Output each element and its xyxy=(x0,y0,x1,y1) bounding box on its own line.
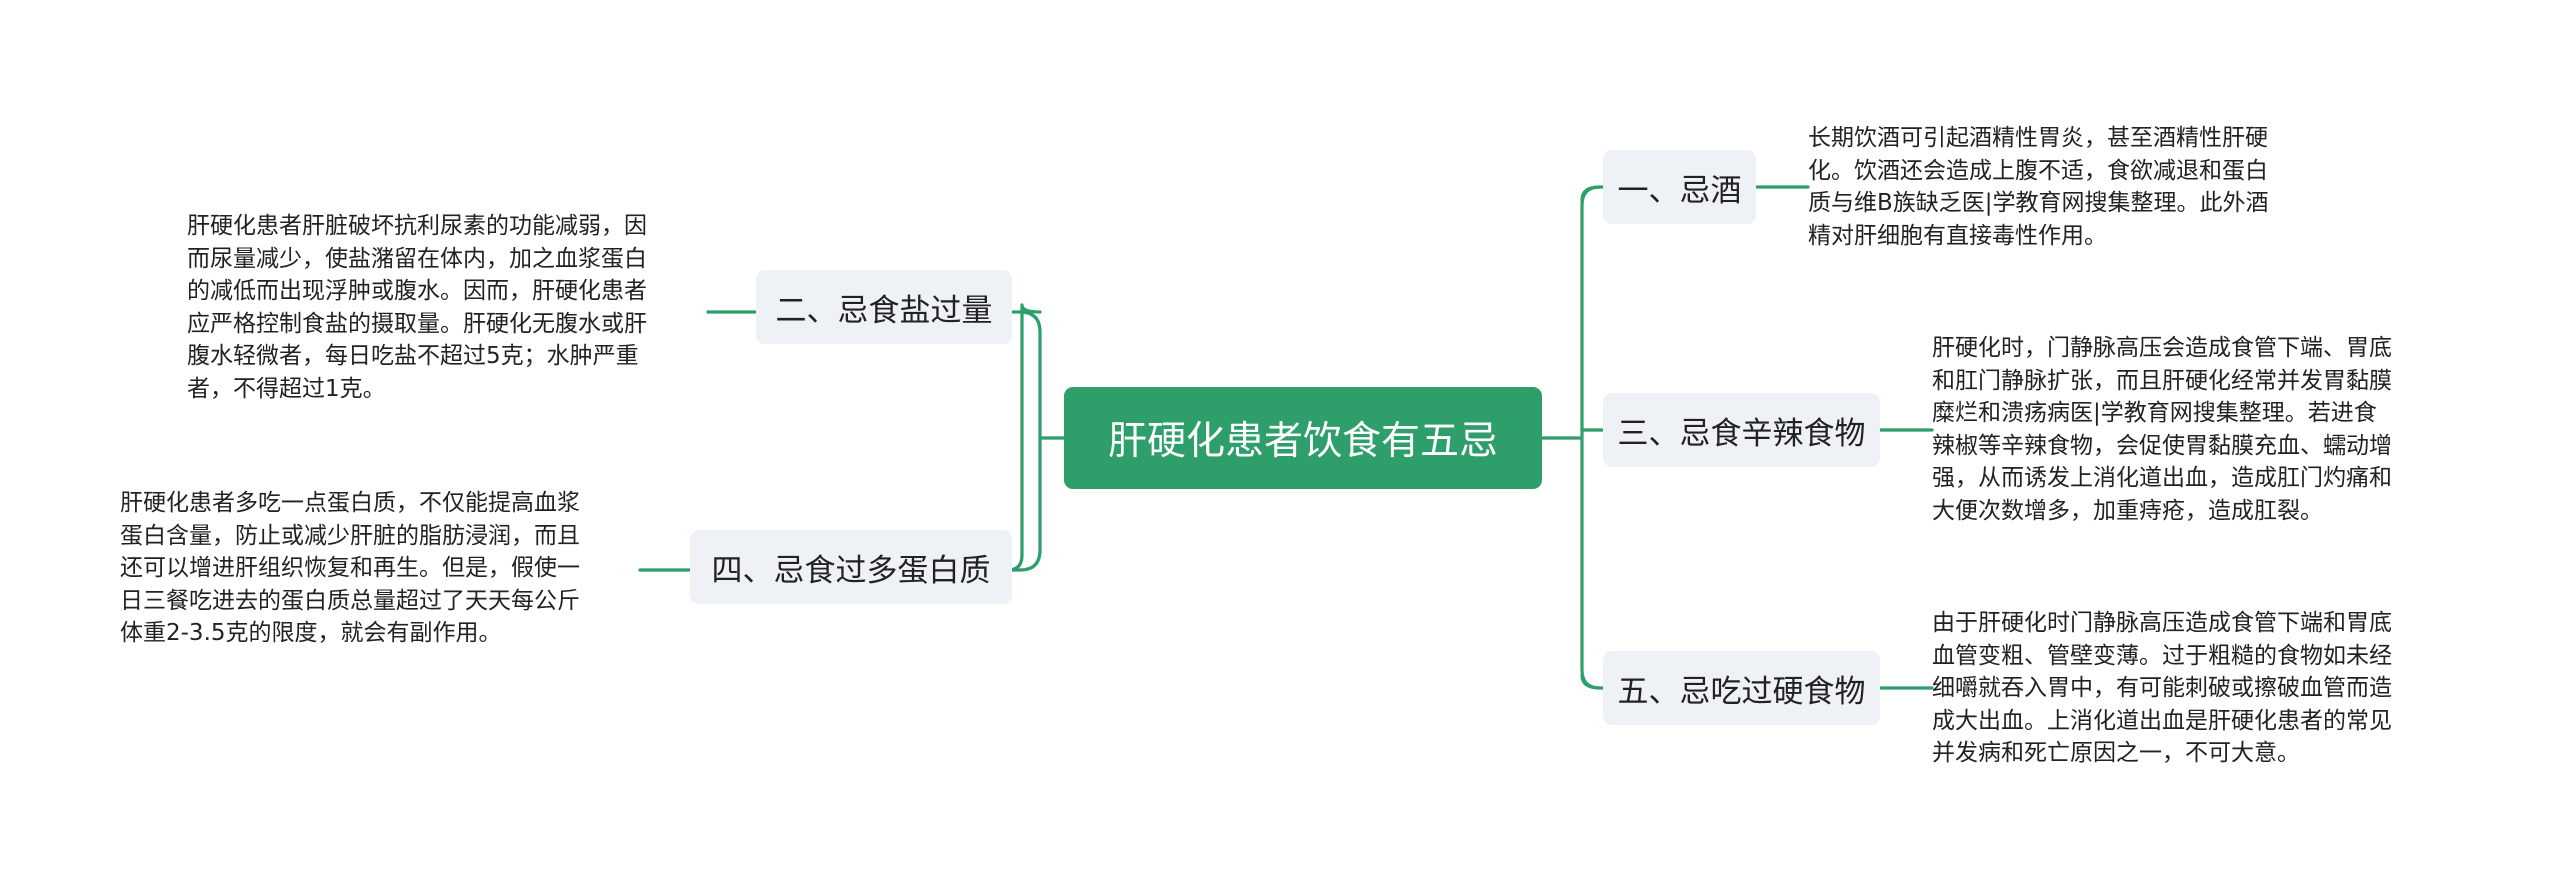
note-line: 日三餐吃进去的蛋白质总量超过了天天每公斤 xyxy=(120,587,580,614)
note-line: 血管变粗、管壁变薄。过于粗糙的食物如未经 xyxy=(1932,642,2392,669)
note-line: 糜烂和溃疡病医|学教育网搜集整理。若进食 xyxy=(1932,400,2377,426)
note-line: 应严格控制食盐的摄取量。肝硬化无腹水或肝 xyxy=(187,310,647,337)
connector-left-spine xyxy=(1006,303,1042,572)
note-line: 精对肝细胞有直接毒性作用。 xyxy=(1808,222,2107,249)
note-line: 细嚼就吞入胃中，有可能刺破或擦破血管而造 xyxy=(1932,675,2392,701)
note-line: 肝硬化患者肝脏破坏抗利尿素的功能减弱，因 xyxy=(187,213,647,239)
note-line: 体重2-3.5克的限度，就会有副作用。 xyxy=(120,620,502,646)
note-line: 蛋白含量，防止或减少肝脏的脂肪浸润，而且 xyxy=(120,522,580,549)
note-line: 肝硬化患者多吃一点蛋白质，不仅能提高血浆 xyxy=(120,490,580,516)
root-topic-label: 肝硬化患者饮食有五忌 xyxy=(1107,419,1498,464)
note-line: 成大出血。上消化道出血是肝硬化患者的常见 xyxy=(1932,707,2392,734)
note-line: 质与维B族缺乏医|学教育网搜集整理。此外酒 xyxy=(1808,190,2269,216)
connector-to-b1 xyxy=(1580,185,1605,202)
connector-left-join xyxy=(1010,310,1042,572)
note-line: 肝硬化时，门静脉高压会造成食管下端、胃底 xyxy=(1932,335,2392,361)
note-line: 腹水轻微者，每日吃盐不超过5克；水肿严重 xyxy=(187,343,639,369)
note-line: 强，从而诱发上消化道出血，造成肛门灼痛和 xyxy=(1932,465,2392,491)
note-line: 而尿量减少，使盐潴留在体内，加之血浆蛋白 xyxy=(187,245,647,272)
connector-right-spine xyxy=(1580,185,1602,690)
branch-note-b5: 由于肝硬化时门静脉高压造成食管下端和胃底 血管变粗、管壁变薄。过于粗糙的食物如未… xyxy=(1932,607,2462,770)
branch-topic-label: 五、忌吃过硬食物 xyxy=(1617,673,1866,710)
note-line: 由于肝硬化时门静脉高压造成食管下端和胃底 xyxy=(1932,610,2392,636)
branch-topic-label: 二、忌食盐过量 xyxy=(775,292,993,329)
branch-topic-label: 三、忌食辛辣食物 xyxy=(1617,415,1866,452)
branch-note-b1: 长期饮酒可引起酒精性胃炎，甚至酒精性肝硬 化。饮酒还会造成上腹不适，食欲减退和蛋… xyxy=(1808,122,2328,252)
note-line: 者，不得超过1克。 xyxy=(187,375,386,402)
branch-note-b4: 肝硬化患者多吃一点蛋白质，不仅能提高血浆 蛋白含量，防止或减少肝脏的脂肪浸润，而… xyxy=(120,487,640,650)
branch-topic-b1[interactable]: 一、忌酒 xyxy=(1603,150,1756,224)
note-line: 并发病和死亡原因之一，不可大意。 xyxy=(1932,740,2300,766)
note-line: 化。饮酒还会造成上腹不适，食欲减退和蛋白 xyxy=(1808,157,2268,184)
note-line: 的减低而出现浮肿或腹水。因而，肝硬化患者 xyxy=(187,278,647,304)
note-line: 辣椒等辛辣食物，会促使胃黏膜充血、蠕动增 xyxy=(1932,432,2392,459)
connector-to-b5 xyxy=(1580,673,1605,690)
note-line: 和肛门静脉扩张，而且肝硬化经常并发胃黏膜 xyxy=(1932,367,2392,394)
note-line: 长期饮酒可引起酒精性胃炎，甚至酒精性肝硬 xyxy=(1808,125,2268,151)
branch-topic-b5[interactable]: 五、忌吃过硬食物 xyxy=(1603,651,1880,725)
branch-topic-label: 一、忌酒 xyxy=(1617,172,1742,209)
branch-topic-b2[interactable]: 二、忌食盐过量 xyxy=(756,270,1012,344)
branch-topic-b4[interactable]: 四、忌食过多蛋白质 xyxy=(690,530,1012,604)
note-line: 还可以增进肝组织恢复和再生。但是，假使一 xyxy=(120,555,580,581)
branch-note-b2: 肝硬化患者肝脏破坏抗利尿素的功能减弱，因 而尿量减少，使盐潴留在体内，加之血浆蛋… xyxy=(187,210,707,405)
branch-topic-b3[interactable]: 三、忌食辛辣食物 xyxy=(1603,393,1880,467)
branch-note-b3: 肝硬化时，门静脉高压会造成食管下端、胃底 和肛门静脉扩张，而且肝硬化经常并发胃黏… xyxy=(1932,332,2462,527)
branch-topic-label: 四、忌食过多蛋白质 xyxy=(711,552,991,589)
root-topic[interactable]: 肝硬化患者饮食有五忌 xyxy=(1064,387,1542,489)
note-line: 大便次数增多，加重痔疮，造成肛裂。 xyxy=(1932,497,2323,524)
